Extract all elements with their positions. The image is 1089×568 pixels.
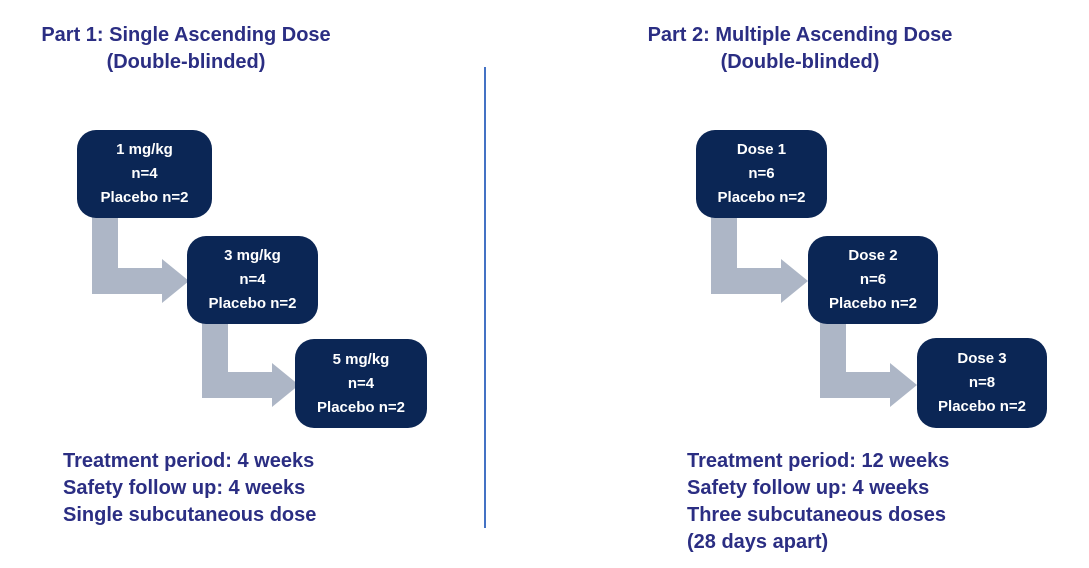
arrow-part2-dose2-to-dose3 [820, 320, 917, 407]
dose-label: Dose 1 [736, 141, 787, 158]
part1-dose2-box: 3 mg/kg n=4 Placebo n=2 [187, 236, 318, 324]
dose-label: 3 mg/kg [224, 247, 281, 264]
panel-divider-line [484, 67, 486, 528]
part2-note-safety: Safety follow up: 4 weeks [687, 477, 930, 499]
part1-title-line2: (Double-blinded) [106, 51, 266, 73]
part2-title-line1: Part 2: Multiple Ascending Dose [647, 24, 953, 46]
dose-label: 1 mg/kg [116, 141, 173, 158]
placebo-label: Placebo n=2 [100, 189, 189, 206]
part2-title: Part 2: Multiple Ascending Dose (Double-… [640, 22, 960, 76]
part1-title-line1: Part 1: Single Ascending Dose [41, 24, 331, 46]
n-label: n=8 [968, 374, 996, 391]
arrow-part1-dose2-to-dose3 [202, 320, 299, 407]
n-label: n=6 [859, 271, 887, 288]
part2-dose3-box: Dose 3 n=8 Placebo n=2 [917, 338, 1047, 428]
part2-note-dosing: Three subcutaneous doses [687, 504, 946, 526]
n-label: n=4 [347, 374, 375, 392]
part1-note-dosing: Single subcutaneous dose [63, 504, 317, 526]
part1-note-safety: Safety follow up: 4 weeks [63, 477, 306, 499]
part2-dose1-box: Dose 1 n=6 Placebo n=2 [696, 130, 827, 218]
n-label: n=4 [131, 165, 158, 182]
part2-note-treatment: Treatment period: 12 weeks [687, 450, 950, 472]
part1-title: Part 1: Single Ascending Dose (Double-bl… [26, 22, 346, 76]
dose-label: Dose 3 [957, 350, 1007, 367]
part2-note-interval: (28 days apart) [687, 531, 829, 553]
part1-dose1-box: 1 mg/kg n=4 Placebo n=2 [77, 130, 212, 218]
arrow-part2-dose1-to-dose2 [711, 216, 808, 303]
placebo-label: Placebo n=2 [829, 295, 917, 312]
placebo-label: Placebo n=2 [208, 295, 297, 312]
part1-notes: Treatment period: 4 weeks Safety follow … [63, 448, 316, 529]
placebo-label: Placebo n=2 [717, 189, 806, 206]
dose-label: 5 mg/kg [332, 350, 390, 368]
n-label: n=6 [748, 165, 775, 182]
part2-notes: Treatment period: 12 weeks Safety follow… [687, 448, 949, 556]
n-label: n=4 [239, 271, 266, 288]
part2-dose2-box: Dose 2 n=6 Placebo n=2 [808, 236, 938, 324]
arrow-part1-dose1-to-dose2 [92, 216, 189, 303]
part2-title-line2: (Double-blinded) [720, 51, 880, 73]
part1-note-treatment: Treatment period: 4 weeks [63, 450, 315, 472]
placebo-label: Placebo n=2 [317, 398, 405, 416]
part1-dose3-box: 5 mg/kg n=4 Placebo n=2 [295, 339, 427, 428]
dose-label: Dose 2 [848, 247, 898, 264]
placebo-label: Placebo n=2 [938, 398, 1026, 415]
